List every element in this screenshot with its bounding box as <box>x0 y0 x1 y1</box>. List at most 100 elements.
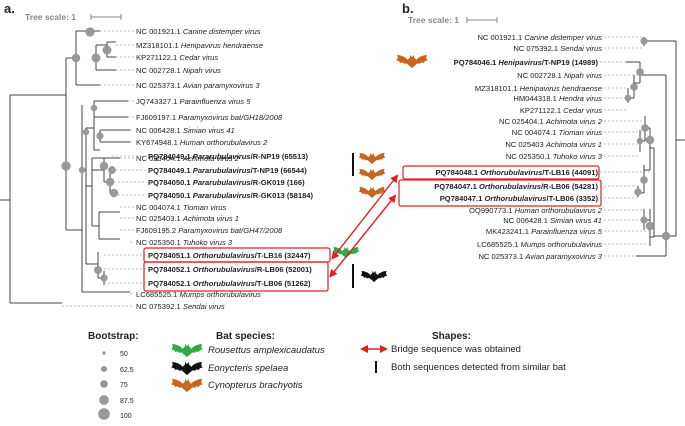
bridge-arrow-lb16 <box>331 174 399 260</box>
panel-a-leaf-species: Achimota virus 2 <box>182 154 240 163</box>
panel-a-leaf-accession: KP271122.1 <box>136 53 179 62</box>
panel-b-label: b. <box>402 1 414 16</box>
panel-b-leaf-accession: NC 006428.1 <box>503 216 550 225</box>
panel-a-leaf-accession: FJ609197.1 <box>136 113 178 122</box>
panel-a-leaf-5: JQ743327.1 Parainfluenza virus 5 <box>136 97 251 106</box>
panel-a-leaf-accession: MZ318101.1 <box>136 41 181 50</box>
bat-icon-cynopterus-a2 <box>358 168 386 181</box>
panel-a-leaf-species: Avian paramyxovirus 3 <box>182 81 260 90</box>
legend-bat-cynopterus: Cynopterus brachyotis <box>208 380 303 391</box>
panel-b-leaf-accession: NC 025403 <box>505 140 546 149</box>
panel-b-leaf-species: Sendai virus <box>560 44 602 53</box>
legend-bat-eonycteris: Eonycteris spelaea <box>208 363 288 374</box>
legend-bootstrap-50: 50 <box>120 351 128 358</box>
panel-b-highlight-lb16 <box>402 165 600 180</box>
panel-b-leaf-17: LC685525.1 Mumps orthorubulavirus <box>477 240 602 249</box>
panel-b-leaf-accession: NC 025350.1 <box>506 152 553 161</box>
panel-a-leaf-species: Tuhoko virus 3 <box>183 238 233 247</box>
legend-bootstrap-circle-50 <box>102 351 106 355</box>
panel-a-leaf-3: NC 002728.1 Nipah virus <box>136 66 221 75</box>
panel-a-leaf-22: NC 075392.1 Sendai virus <box>136 302 225 311</box>
legend-bootstrap-75: 75 <box>120 382 128 389</box>
panel-a-leaf-17: NC 025350.1 Tuhoko virus 3 <box>136 238 233 247</box>
bat-icon-eonycteris-a <box>360 270 388 283</box>
panel-a-leaf-accession: JQ743327.1 <box>136 97 180 106</box>
panel-a-leaf-accession: PQ784052.1 <box>148 279 193 288</box>
panel-a-leaf-accession: PQ784051.1 <box>148 251 193 260</box>
panel-b-leaf-accession: NC 001921.1 <box>477 33 524 42</box>
bat-icon-cynopterus-a1 <box>358 152 386 165</box>
panel-a-leaf-sample: /T-LB06 (51262) <box>255 279 311 288</box>
panel-a-leaves: NC 001921.1 Canine distemper virusMZ3181… <box>62 27 314 311</box>
panel-a-leaf-accession: LC685525.1 <box>136 290 180 299</box>
panel-b-tree-scale: Tree scale: 1 <box>408 15 459 25</box>
panel-a-leaf-6: FJ609197.1 Paramyxovirus bat/GH18/2008 <box>136 113 283 122</box>
panel-a-leaf-species: Canine distemper virus <box>183 27 261 36</box>
panel-b-leaf-1: NC 075392.1 Sendai virus <box>513 44 602 53</box>
panel-b-leaf-0: NC 001921.1 Canine distemper virus <box>477 33 602 42</box>
panel-b-bootstrap-nodes <box>624 37 671 241</box>
panel-a-leaf-2: KP271122.1 Cedar virus <box>136 53 218 62</box>
panel-a-leaf-accession: NC 025403.1 <box>136 214 183 223</box>
panel-b-leaf-10: NC 025350.1 Tuhoko virus 3 <box>506 152 603 161</box>
panel-a-leaf-19: PQ784052.1 Orthorubulavirus/R-LB06 (5200… <box>148 265 312 274</box>
panel-b-leaf-species: Cedar virus <box>563 106 602 115</box>
panel-b-leaf-15: NC 006428.1 Simian virus 41 <box>503 216 602 225</box>
panel-a-leaf-species: Paramyxovirus bat/GH18/2008 <box>178 113 283 122</box>
panel-a-leaf-18: PQ784051.1 Orthorubulavirus/T-LB16 (3244… <box>148 251 311 260</box>
legend-shape-bridge: Bridge sequence was obtained <box>391 344 521 355</box>
panel-b-leaf-9: NC 025403 Achimota virus 1 <box>505 140 602 149</box>
panel-b-leaf-accession: MZ318101.1 <box>475 84 520 93</box>
panel-b-leaf-species: Avian paramyxovirus 3 <box>524 252 602 261</box>
legend-bat-title: Bat species: <box>216 331 275 342</box>
panel-b-leaf-accession: KP271122.1 <box>520 106 563 115</box>
legend-bat-rousettus: Rousettus amplexicaudatus <box>208 345 325 356</box>
panel-a-leaf-species: Nipah virus <box>183 66 221 75</box>
panel-b-leaf-species: Human orthorubulavirus 2 <box>515 206 603 215</box>
panel-b-leaf-7: NC 025404.1 Achimota virus 2 <box>499 117 603 126</box>
panel-b-leaf-3: NC 002728.1 Nipah virus <box>517 71 602 80</box>
legend-bat-icon-cynopterus <box>171 378 203 393</box>
bridge-arrow-lb06 <box>329 194 397 278</box>
panel-b-leaf-species: Tuhoko virus 3 <box>553 152 603 161</box>
panel-a-leaf-accession: NC 025373.1 <box>136 81 183 90</box>
panel-a-tree-scale: Tree scale: 1 <box>25 12 76 22</box>
legend-shapes-title: Shapes: <box>432 331 471 342</box>
panel-a-leaf-8: KY674948.1 Human orthorubulavirus 2 <box>136 138 268 147</box>
panel-a-leaf-sample: /T-LB16 (32447) <box>255 251 311 260</box>
panel-a-leaf-11: PQ784049.1 Pararubulavirus/T-NP19 (66544… <box>148 166 307 175</box>
panel-a-leaf-accession: FJ609195.2 <box>136 226 178 235</box>
panel-a-leaf-species: Mumps orthorubulavirus <box>180 290 262 299</box>
panel-b-leaf-accession: MK423241.1 <box>486 227 531 236</box>
panel-b-leaf-species: Hendra virus <box>559 94 602 103</box>
panel-b-leaf-sample: /T-NP19 (14989) <box>542 58 599 67</box>
panel-b-leaf-accession: NC 025373.1 <box>478 252 525 261</box>
panel-b-leaf-species: Tioman virus <box>559 128 603 137</box>
panel-a-leaf-accession: NC 001921.1 <box>136 27 183 36</box>
panel-a-highlight-lb06 <box>143 261 329 292</box>
panel-a-leaf-sample: /T-NP19 (66544) <box>251 166 308 175</box>
panel-a-leaf-accession: KY674948.1 <box>136 138 180 147</box>
panel-b-leaf-accession: OQ990773.1 <box>469 206 515 215</box>
panel-b-leaf-accession: PQ784047.1 <box>434 182 479 191</box>
panel-a-leaf-species: Henipavirus hendraense <box>181 41 263 50</box>
panel-b-leaf-accession: NC 075392.1 <box>513 44 560 53</box>
panel-b-leaf-species: Mumps orthorubulavirus <box>521 240 603 249</box>
panel-b-leaf-species: Orthorubulavirus <box>480 168 542 177</box>
panel-b-leaf-sample: /T-LB06 (3352) <box>547 194 599 203</box>
panel-a-leaf-4: NC 025373.1 Avian paramyxovirus 3 <box>136 81 260 90</box>
legend-shape-similar-bat: Both sequences detected from similar bat <box>391 362 566 373</box>
legend-bootstrap-title: Bootstrap: <box>88 331 139 342</box>
panel-a-leaf-accession: NC 025350.1 <box>136 238 183 247</box>
panel-b-leaf-accession: NC 025404.1 <box>499 117 546 126</box>
legend-bootstrap-87: 87.5 <box>120 398 134 405</box>
panel-a-leaf-species: Parainfluenza virus 5 <box>180 97 252 106</box>
panel-b-leaf-5: HM044318.1 Hendra virus <box>513 94 602 103</box>
panel-a-leaf-species: Cedar virus <box>179 53 218 62</box>
panel-b-leaf-8: NC 004074.1 Tioman virus <box>512 128 602 137</box>
panel-a-leaf-species: Orthorubulavirus <box>193 251 255 260</box>
panel-b-leaf-accession: NC 002728.1 <box>517 71 564 80</box>
panel-b-leaf-2: PQ784046.1 Henipavirus/T-NP19 (14989) <box>454 58 599 67</box>
panel-a-leaf-12: PQ784050.1 Pararubulavirus/R-GK019 (166) <box>148 178 305 187</box>
panel-a-leaf-species: Orthorubulavirus <box>193 279 255 288</box>
